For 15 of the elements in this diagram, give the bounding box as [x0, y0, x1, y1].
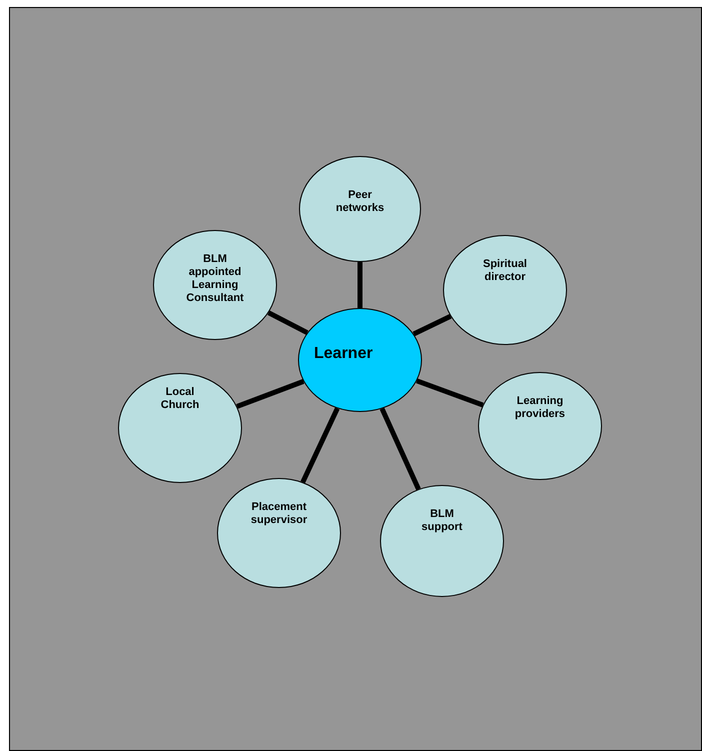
connector-line — [267, 310, 308, 335]
node-label: Placement supervisor — [250, 501, 308, 527]
node-label: Spiritual director — [482, 258, 528, 284]
connector-line — [300, 407, 340, 484]
node-label: Local Church — [160, 386, 200, 412]
connector-line — [380, 408, 421, 490]
connector-line — [416, 378, 484, 408]
connector-line — [412, 314, 452, 336]
node-label: BLM appointed Learning Consultant — [185, 253, 245, 305]
connector-line — [358, 262, 362, 308]
node-label: Peer networks — [334, 189, 386, 215]
node-label: BLM support — [420, 508, 464, 534]
node-label: Learner — [314, 345, 373, 363]
connector-line — [236, 379, 304, 409]
node-label: Learning providers — [514, 395, 566, 421]
